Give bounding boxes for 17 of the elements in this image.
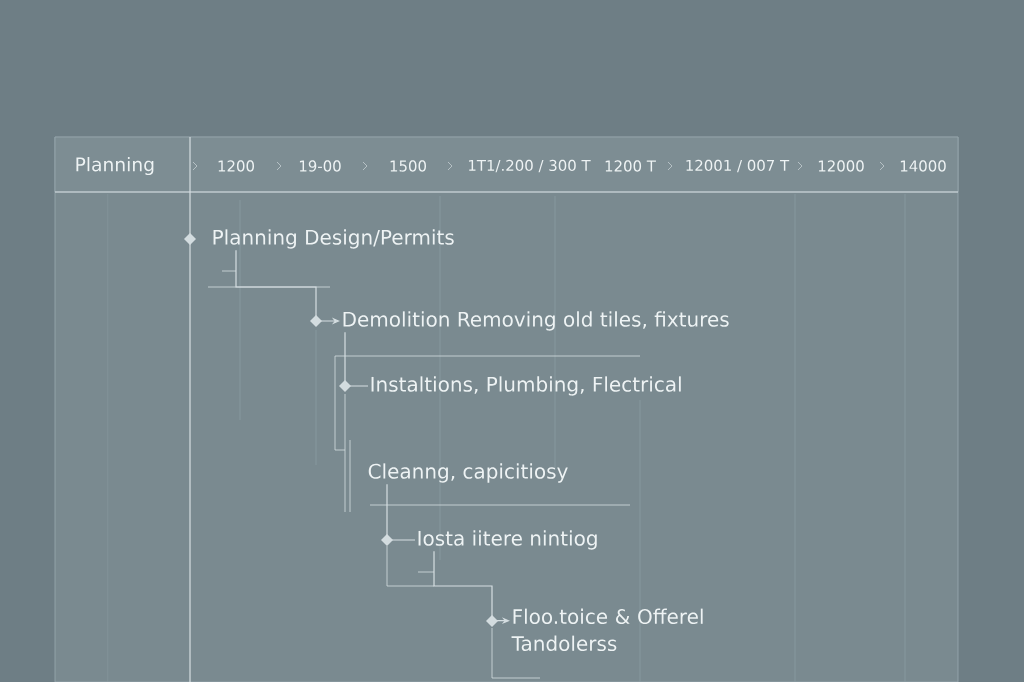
task-label: Planning Design/Permits bbox=[213, 229, 454, 249]
time-label: 1200 T bbox=[605, 160, 656, 172]
time-label: 1200 bbox=[218, 160, 254, 172]
time-label: 1T1/.200 / 300 T bbox=[469, 159, 591, 173]
time-label: 1500 bbox=[390, 160, 426, 172]
task-label: Iosta iitere nintiog bbox=[418, 530, 597, 550]
task-label: Cleanng, capicitiosy bbox=[368, 463, 568, 483]
time-label: 12001 / 007 T bbox=[686, 159, 790, 173]
column-header: Planning bbox=[76, 156, 154, 176]
connector bbox=[386, 483, 416, 541]
task-label: Demolition Removing old tiles, fixtures bbox=[343, 311, 729, 331]
connector bbox=[344, 331, 369, 387]
time-label: 19-00 bbox=[299, 160, 341, 172]
task-label: Floo.toice & Offerel Tandolerss bbox=[511, 608, 703, 652]
task-label: Instaltions, Plumbing, Flectrical bbox=[371, 376, 681, 396]
time-label: 14000 bbox=[900, 160, 946, 172]
time-label: 12000 bbox=[818, 160, 864, 172]
